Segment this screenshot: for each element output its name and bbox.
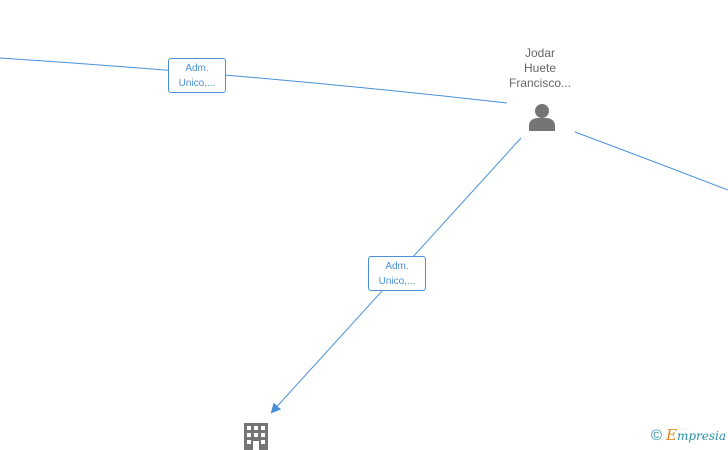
building-icon[interactable] bbox=[243, 422, 269, 450]
brand-logo-rest: mpresia bbox=[676, 429, 726, 443]
edge-label-middle-line1: Adm. bbox=[385, 261, 409, 272]
copyright-symbol: © bbox=[650, 426, 662, 444]
edge-label-middle[interactable]: Adm. Unico,... bbox=[368, 256, 426, 291]
edge-label-top-line1: Adm. bbox=[185, 63, 209, 74]
person-node-label[interactable]: Jodar Huete Francisco... bbox=[490, 46, 590, 91]
person-name-line3: Francisco... bbox=[508, 76, 571, 90]
edge-label-middle-line2: Unico,... bbox=[378, 276, 416, 287]
brand-logo-initial: E bbox=[665, 426, 677, 444]
person-name-line1: Jodar bbox=[524, 46, 556, 60]
brand-footer: © Empresia bbox=[651, 426, 726, 444]
edge-label-top-line2: Unico,... bbox=[178, 78, 216, 89]
person-icon[interactable] bbox=[526, 102, 558, 132]
edge-person-to-right bbox=[574, 131, 728, 191]
edge-left-to-person bbox=[0, 57, 508, 104]
edge-label-top[interactable]: Adm. Unico,... bbox=[168, 58, 226, 93]
brand-logo: Empresia bbox=[666, 426, 726, 444]
person-name-line2: Huete bbox=[523, 61, 557, 75]
